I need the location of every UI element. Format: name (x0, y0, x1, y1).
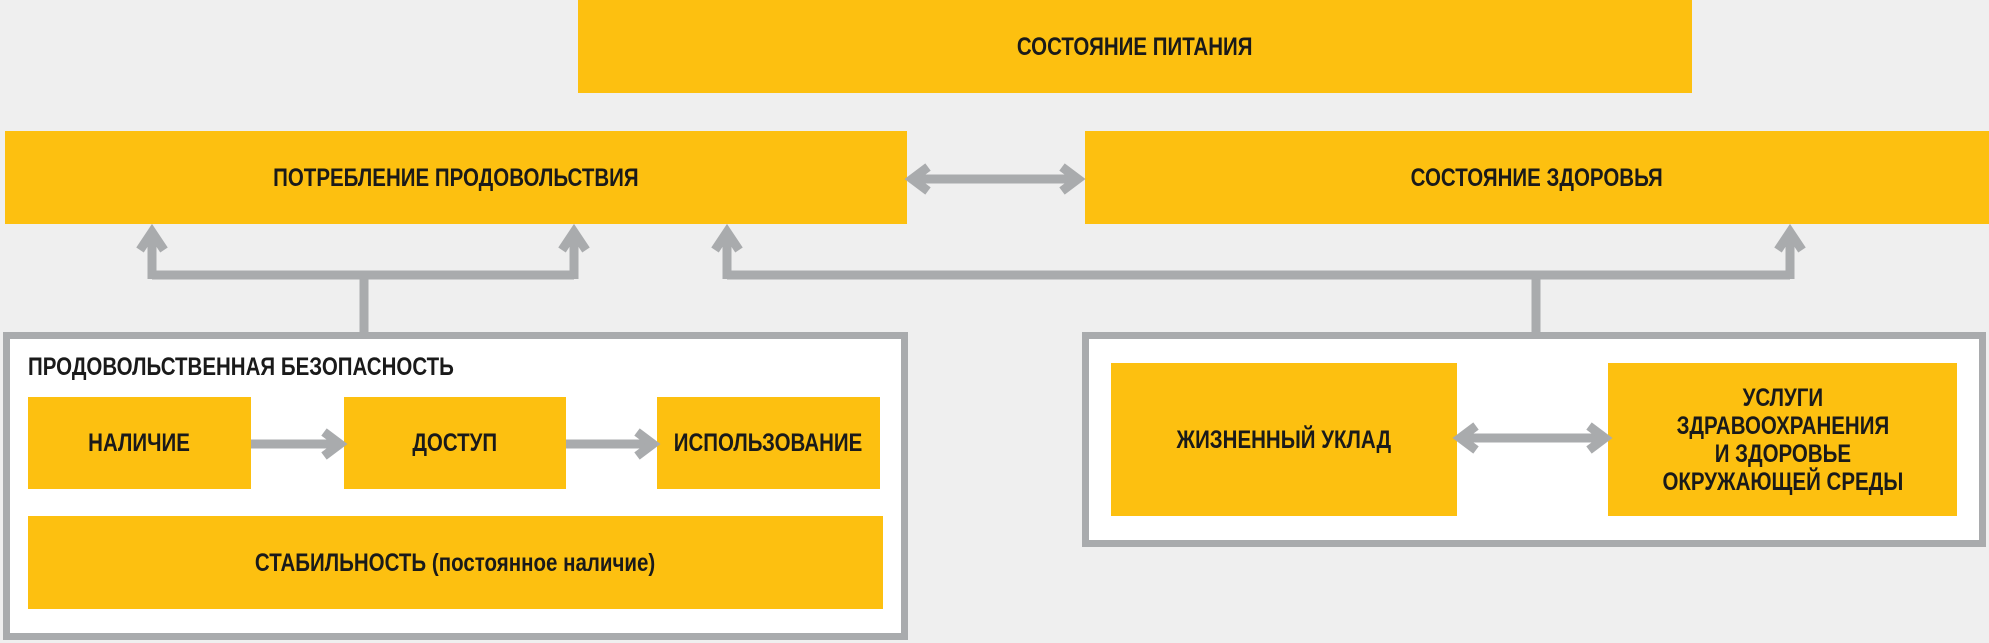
access-utilization-arrow (566, 428, 661, 460)
node-label: СТАБИЛЬНОСТЬ (постоянное наличие) (255, 549, 655, 577)
node-availability: НАЛИЧИЕ (28, 397, 251, 489)
arrow-up-icon (711, 223, 743, 253)
services-line: И ЗДОРОВЬЕ (1714, 439, 1851, 468)
node-label: ДОСТУП (412, 429, 498, 457)
services-line: УСЛУГИ (1742, 383, 1823, 412)
services-line: ЗДРАВООХРАНЕНИЯ (1676, 411, 1889, 440)
stability-note: (постоянное наличие) (432, 548, 656, 577)
node-health-status: СОСТОЯНИЕ ЗДОРОВЬЯ (1085, 131, 1989, 224)
services-line: ОКРУЖАЮЩЕЙ СРЕДЫ (1662, 467, 1903, 496)
node-label: СОСТОЯНИЕ ПИТАНИЯ (1017, 32, 1253, 61)
stability-label: СТАБИЛЬНОСТЬ (255, 548, 427, 577)
node-label: УСЛУГИ ЗДРАВООХРАНЕНИЯ И ЗДОРОВЬЕ ОКРУЖА… (1662, 384, 1903, 496)
node-label: НАЛИЧИЕ (88, 429, 191, 457)
arrow-up-icon (1774, 223, 1806, 253)
health-connector (711, 223, 1806, 332)
node-utilization: ИСПОЛЬЗОВАНИЕ (657, 397, 880, 489)
arrow-up-icon (558, 223, 590, 253)
food-security-connector (136, 223, 590, 332)
node-label: ПОТРЕБЛЕНИЕ ПРОДОВОЛЬСТВИЯ (273, 163, 639, 192)
availability-access-arrow (251, 428, 348, 460)
food-security-title: ПРОДОВОЛЬСТВЕННАЯ БЕЗОПАСНОСТЬ (28, 353, 454, 381)
node-nutrition-status: СОСТОЯНИЕ ПИТАНИЯ (578, 0, 1692, 93)
node-label: СОСТОЯНИЕ ЗДОРОВЬЯ (1410, 163, 1664, 192)
node-access: ДОСТУП (344, 397, 566, 489)
node-food-consumption: ПОТРЕБЛЕНИЕ ПРОДОВОЛЬСТВИЯ (5, 131, 907, 224)
node-stability: СТАБИЛЬНОСТЬ (постоянное наличие) (28, 516, 883, 609)
node-label: ИСПОЛЬЗОВАНИЕ (674, 429, 863, 457)
lifestyle-services-double-arrow (1452, 422, 1613, 454)
arrow-up-icon (136, 223, 168, 253)
node-health-services: УСЛУГИ ЗДРАВООХРАНЕНИЯ И ЗДОРОВЬЕ ОКРУЖА… (1608, 363, 1957, 516)
node-lifestyle: ЖИЗНЕННЫЙ УКЛАД (1111, 363, 1457, 516)
node-label: ЖИЗНЕННЫЙ УКЛАД (1176, 425, 1392, 454)
consumption-health-double-arrow (904, 163, 1086, 195)
